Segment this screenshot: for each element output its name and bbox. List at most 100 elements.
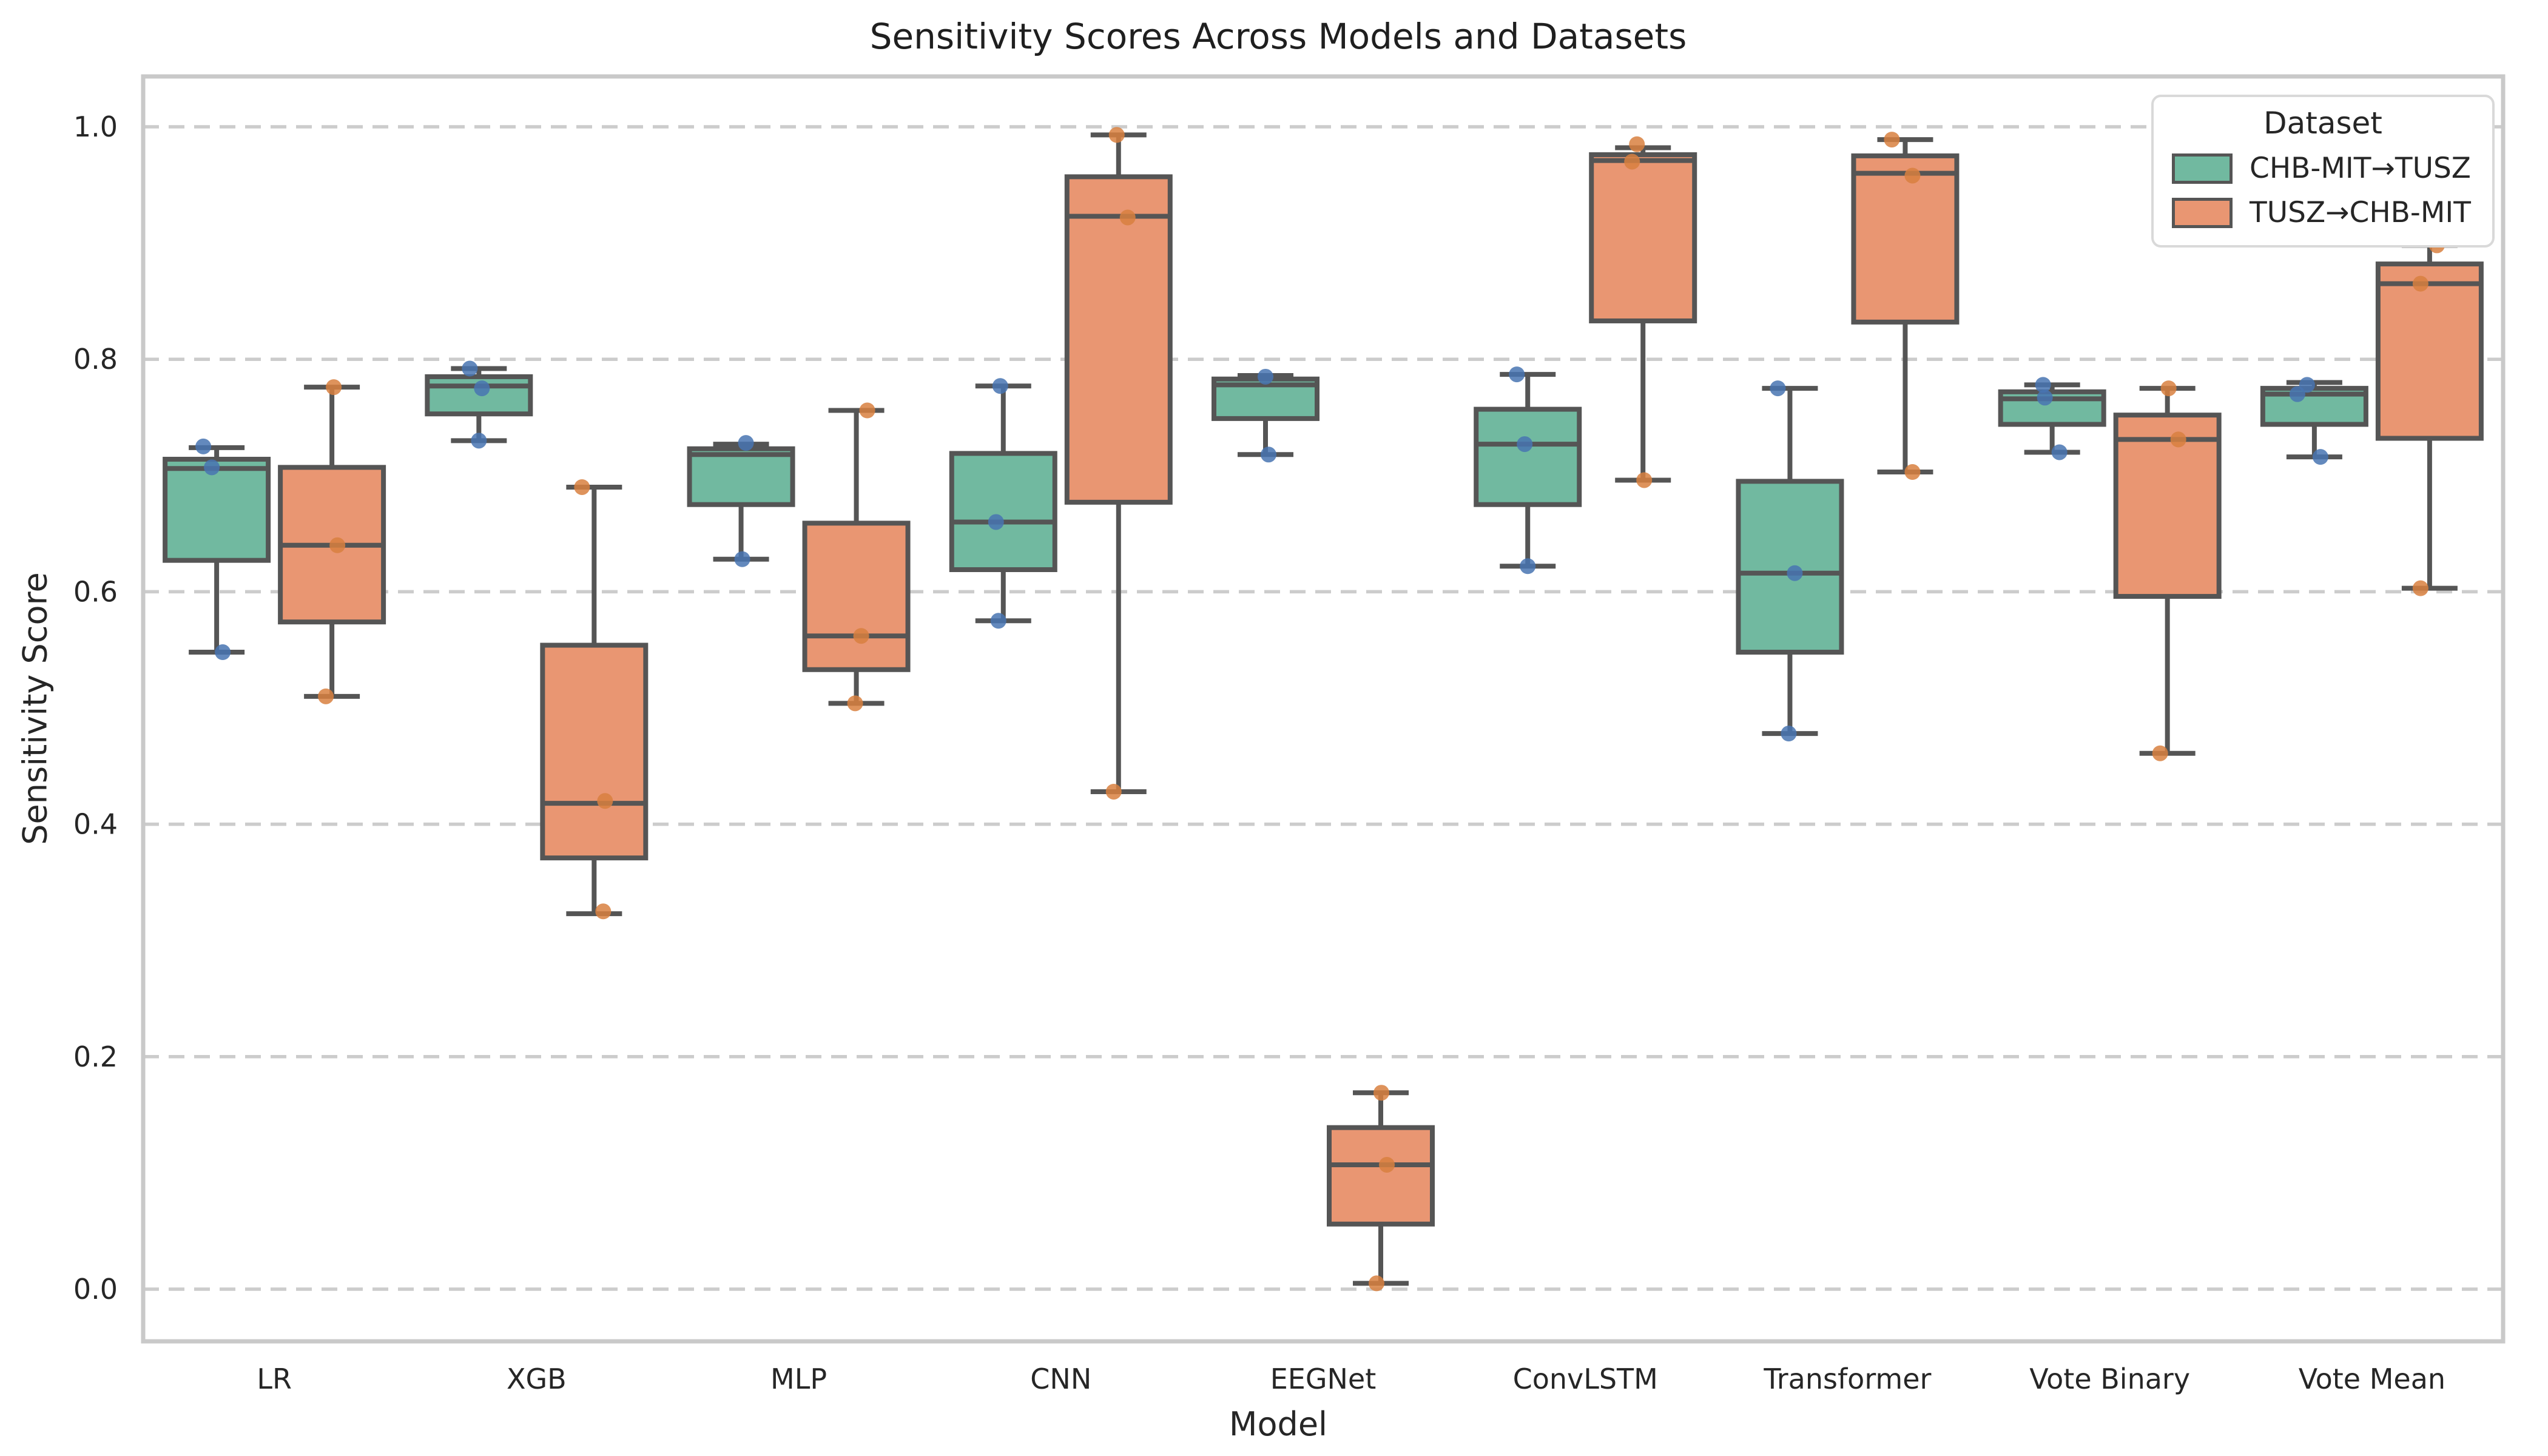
data-point xyxy=(1379,1156,1395,1173)
box-eegnet-chbmit-tusz xyxy=(1212,373,1320,457)
data-point xyxy=(1636,472,1653,488)
data-point xyxy=(204,459,220,476)
data-point xyxy=(992,378,1008,394)
legend-swatch-tusz-chbmit xyxy=(2172,197,2233,228)
data-point xyxy=(471,433,487,449)
box-xgb-chbmit-tusz xyxy=(425,366,533,443)
data-point xyxy=(1517,436,1533,453)
x-tick-label: CNN xyxy=(1030,1363,1091,1395)
data-point xyxy=(2152,745,2168,761)
data-point xyxy=(2160,380,2177,397)
data-point xyxy=(2312,449,2328,465)
data-point xyxy=(1258,368,1273,385)
box-xgb-tusz-chbmit xyxy=(540,484,649,917)
data-point xyxy=(1520,558,1536,575)
box-lr-chbmit-tusz xyxy=(163,445,271,655)
data-point xyxy=(574,479,590,495)
box-rect xyxy=(1736,479,1844,655)
data-point xyxy=(1904,167,1921,184)
data-point xyxy=(1624,153,1640,170)
data-point xyxy=(2412,580,2428,596)
box-vote-mean-tusz-chbmit xyxy=(2375,243,2484,591)
box-cnn-chbmit-tusz xyxy=(949,383,1057,624)
box-rect xyxy=(949,451,1057,572)
plot-border xyxy=(141,74,2506,1344)
y-tick-label: 0.8 xyxy=(73,343,118,376)
x-tick-label: MLP xyxy=(770,1363,827,1395)
data-point xyxy=(474,380,490,397)
data-point xyxy=(595,903,612,920)
data-point xyxy=(1108,127,1125,143)
box-rect xyxy=(687,446,795,507)
data-point xyxy=(1373,1085,1389,1101)
x-tick-label: Transformer xyxy=(1763,1363,1931,1395)
box-rect xyxy=(163,456,271,563)
data-point xyxy=(326,379,342,396)
box-rect xyxy=(1327,1125,1435,1227)
data-point xyxy=(853,628,869,644)
box-convlstm-chbmit-tusz xyxy=(1474,372,1582,569)
data-point xyxy=(1369,1275,1384,1292)
box-transformer-chbmit-tusz xyxy=(1736,386,1844,736)
data-point xyxy=(1781,726,1797,742)
box-rect xyxy=(1064,174,1173,505)
data-point xyxy=(2289,386,2305,402)
chart-title: Sensitivity Scores Across Models and Dat… xyxy=(869,16,1687,57)
data-point xyxy=(1509,366,1525,383)
data-point xyxy=(1770,380,1786,397)
x-tick-label: LR xyxy=(257,1363,292,1395)
data-point xyxy=(215,644,231,661)
x-tick-label: Vote Mean xyxy=(2299,1363,2445,1395)
data-point xyxy=(2037,389,2053,406)
data-point xyxy=(597,793,613,809)
box-rect xyxy=(1474,406,1582,507)
data-point xyxy=(195,438,212,454)
box-convlstm-tusz-chbmit xyxy=(1589,145,1697,483)
x-tick-label: Vote Binary xyxy=(2029,1363,2190,1395)
data-point xyxy=(329,537,346,553)
box-rect xyxy=(540,642,649,861)
data-point xyxy=(1105,783,1122,800)
box-transformer-tusz-chbmit xyxy=(1851,137,1960,475)
data-point xyxy=(990,613,1006,629)
legend-entry: TUSZ→CHB-MIT xyxy=(2172,196,2474,229)
box-eegnet-tusz-chbmit xyxy=(1327,1090,1435,1286)
box-lr-tusz-chbmit xyxy=(278,385,386,699)
box-rect xyxy=(1589,152,1697,323)
box-rect xyxy=(2113,413,2222,599)
box-vote-binary-tusz-chbmit xyxy=(2113,386,2222,756)
data-point xyxy=(734,551,750,567)
box-mlp-chbmit-tusz xyxy=(687,442,795,562)
data-point xyxy=(1884,132,1900,148)
data-point xyxy=(462,360,478,377)
data-point xyxy=(1904,464,1921,480)
box-rect xyxy=(2375,261,2484,441)
data-point xyxy=(2170,431,2186,448)
box-vote-mean-chbmit-tusz xyxy=(2260,380,2368,460)
y-axis-title: Sensitivity Score xyxy=(16,572,55,845)
data-point xyxy=(859,402,875,419)
data-point xyxy=(847,695,863,712)
legend-label: CHB-MIT→TUSZ xyxy=(2250,152,2472,185)
data-point xyxy=(2035,377,2051,393)
data-point xyxy=(1119,209,1136,226)
legend: Dataset CHB-MIT→TUSZ TUSZ→CHB-MIT xyxy=(2151,95,2495,248)
data-point xyxy=(1261,447,1276,463)
x-tick-label: ConvLSTM xyxy=(1513,1363,1658,1395)
y-tick-label: 0.0 xyxy=(73,1273,118,1306)
data-point xyxy=(1787,565,1803,581)
y-tick-label: 0.2 xyxy=(73,1040,118,1073)
data-point xyxy=(1629,136,1645,152)
data-point xyxy=(2412,275,2428,292)
box-rect xyxy=(1851,153,1960,325)
legend-entry: CHB-MIT→TUSZ xyxy=(2172,152,2474,185)
box-rect xyxy=(802,521,911,672)
y-tick-label: 0.6 xyxy=(73,575,118,608)
y-tick-label: 1.0 xyxy=(73,110,118,143)
x-tick-label: XGB xyxy=(507,1363,567,1395)
legend-label: TUSZ→CHB-MIT xyxy=(2250,196,2472,229)
y-tick-label: 0.4 xyxy=(73,808,118,841)
data-point xyxy=(2051,444,2068,460)
